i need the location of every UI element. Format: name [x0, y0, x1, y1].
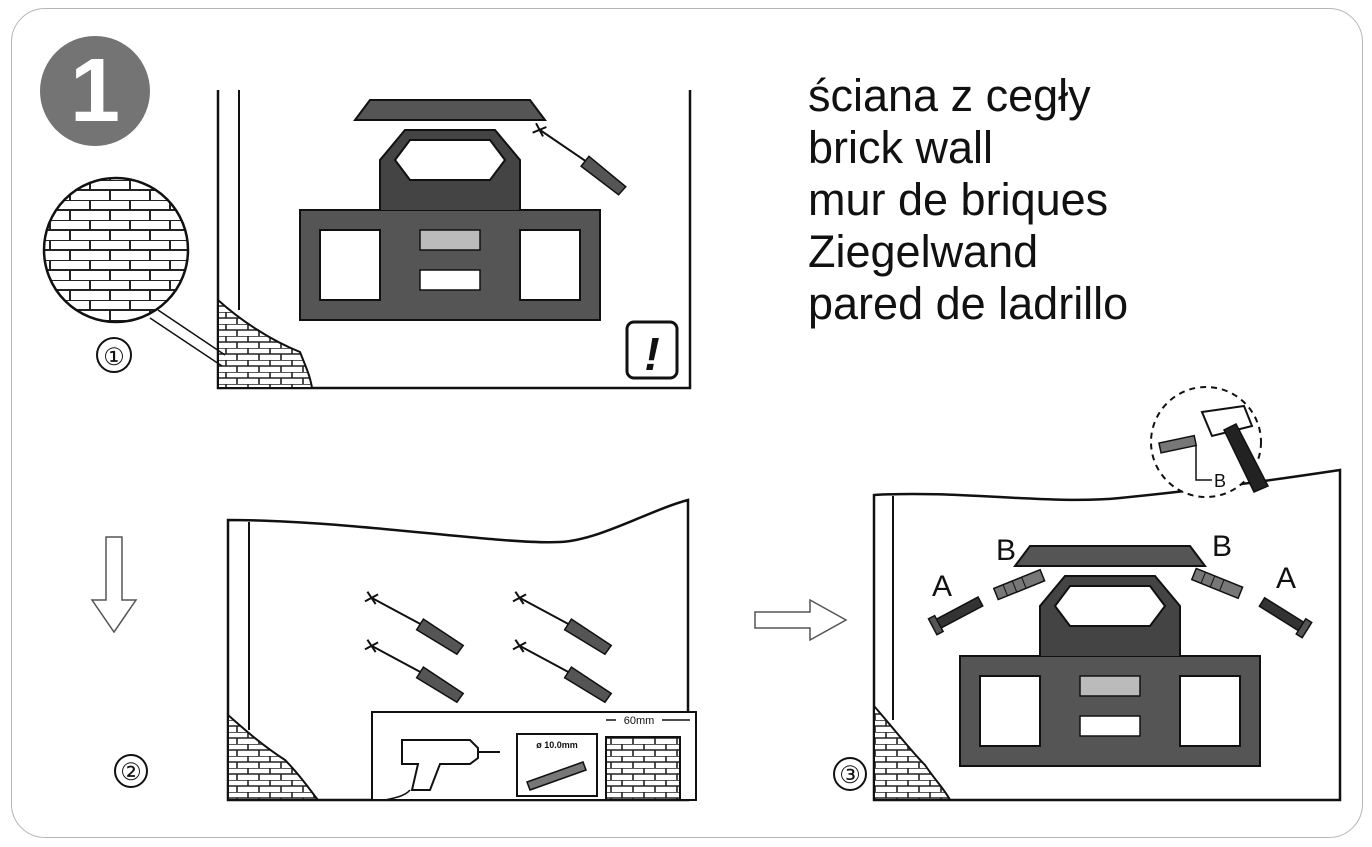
- hammer-icon: [1200, 404, 1270, 493]
- tv-mount-bracket-icon: [299, 99, 601, 321]
- wall-anchor-icon: [1158, 434, 1198, 454]
- wall-type-title: ściana z cegły brick wall mur de briques…: [808, 70, 1128, 330]
- panel-1-label-circle: [96, 337, 132, 373]
- wall-anchor-icon: [1190, 567, 1244, 600]
- title-line-german: Ziegelwand: [808, 226, 1039, 277]
- panel-2-label-circle: [114, 754, 148, 788]
- panel-1-wall-outline: [216, 90, 692, 390]
- title-line-polish: ściana z cegły: [808, 70, 1091, 121]
- wall-anchor-icon: [521, 122, 637, 198]
- drill-bit-icon: [526, 761, 587, 791]
- part-b-label-left: B: [996, 534, 1016, 567]
- panel-3: A B B A B ③: [833, 386, 1342, 802]
- panel-1: ! ①: [42, 90, 692, 390]
- drill-bit-size: ø 10.0mm: [536, 740, 578, 750]
- drill-icon: [384, 739, 500, 801]
- part-a-label-right: A: [1276, 562, 1296, 595]
- hole-depth-label: 60mm: [624, 715, 655, 727]
- part-b-label-right: B: [1212, 530, 1232, 563]
- brick-magnifier: [42, 176, 190, 324]
- warning-icon: [625, 320, 679, 380]
- panel-2: ø 10.0mm 60mm ②: [114, 498, 697, 802]
- diagram-frame: [11, 8, 1363, 838]
- part-b-pointer: [1195, 446, 1212, 481]
- panel-3-brick-wall: [873, 703, 952, 801]
- panel-2-brick-wall: [227, 712, 321, 801]
- warning-symbol: !: [644, 328, 659, 380]
- brick-wall-icon: [217, 297, 314, 389]
- title-line-english: brick wall: [808, 122, 994, 173]
- wall-anchor-icon: [992, 568, 1046, 601]
- part-a-label-left: A: [932, 570, 952, 603]
- title-line-french: mur de briques: [808, 174, 1109, 225]
- title-line-spanish: pared de ladrillo: [808, 278, 1129, 329]
- arrow-right-icon: [754, 598, 848, 642]
- arrow-down-icon: [90, 536, 138, 634]
- part-b-label-detail: B: [1214, 471, 1226, 491]
- magnifier-pointer: [157, 309, 226, 356]
- hole-depth-bricks: [605, 736, 681, 801]
- screw-icon: [1258, 596, 1313, 639]
- panel-1-label: ①: [103, 344, 125, 371]
- step-number-badge: 1: [40, 36, 150, 146]
- screw-icon: [927, 596, 984, 636]
- panel-2-label: ②: [120, 759, 142, 786]
- panel-3-label-circle: [833, 757, 867, 791]
- panel-3-label: ③: [839, 762, 861, 789]
